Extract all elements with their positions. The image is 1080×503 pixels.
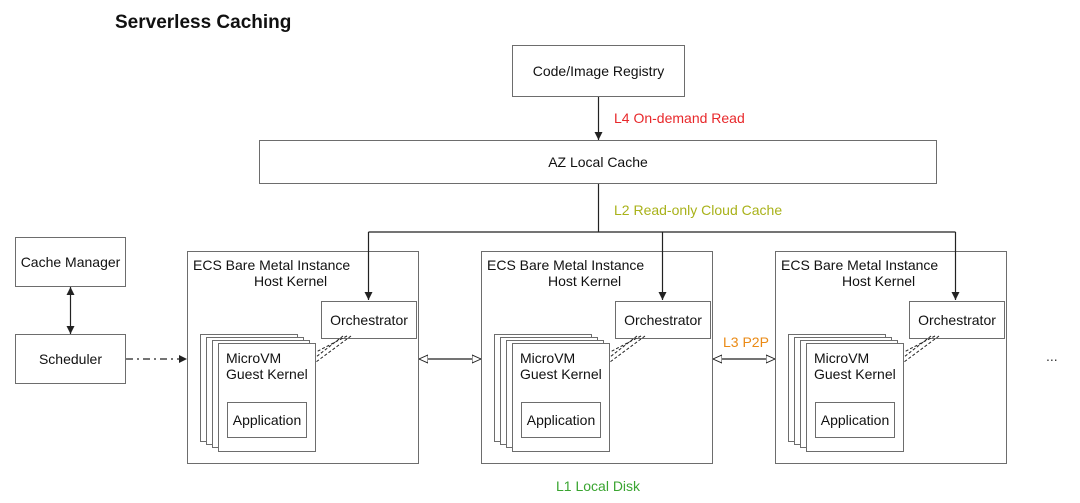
diagram-title: Serverless Caching bbox=[115, 12, 292, 33]
guest-kernel-label: Guest Kernel bbox=[520, 366, 602, 382]
l2-read-only-cloud-cache-label: L2 Read-only Cloud Cache bbox=[614, 202, 783, 218]
microvm-label: MicroVM bbox=[226, 350, 282, 366]
orchestrator-box: Orchestrator bbox=[615, 301, 711, 339]
ecs-bare-metal-instance-1: ECS Bare Metal Instance Host Kernel Orch… bbox=[187, 251, 419, 464]
application-box: Application bbox=[521, 402, 601, 438]
orchestrator-box: Orchestrator bbox=[321, 301, 417, 339]
orchestrator-box: Orchestrator bbox=[909, 301, 1005, 339]
microvm-label: MicroVM bbox=[814, 350, 870, 366]
host-kernel-label: Host Kernel bbox=[548, 273, 622, 289]
host-kernel-label: Host Kernel bbox=[842, 273, 916, 289]
orchestrator-vm-dashed-link-2 bbox=[609, 335, 646, 363]
microvm-box: MicroVM Guest Kernel Application bbox=[218, 343, 316, 452]
orchestrator-vm-dashed-link-1 bbox=[315, 335, 352, 363]
instance-name-label: ECS Bare Metal Instance bbox=[781, 257, 939, 273]
more-instances-ellipsis: ... bbox=[1046, 348, 1058, 364]
application-box: Application bbox=[227, 402, 307, 438]
microvm-label: MicroVM bbox=[520, 350, 576, 366]
code-image-registry-box: Code/Image Registry bbox=[512, 45, 685, 97]
l1-local-disk-label: L1 Local Disk bbox=[556, 478, 641, 494]
cache-manager-box: Cache Manager bbox=[15, 237, 126, 287]
scheduler-box: Scheduler bbox=[15, 334, 126, 384]
instance-name-label: ECS Bare Metal Instance bbox=[487, 257, 645, 273]
host-kernel-label: Host Kernel bbox=[254, 273, 328, 289]
az-local-cache-box: AZ Local Cache bbox=[259, 140, 937, 184]
microvm-box: MicroVM Guest Kernel Application bbox=[512, 343, 610, 452]
instance-name-label: ECS Bare Metal Instance bbox=[193, 257, 351, 273]
application-box: Application bbox=[815, 402, 895, 438]
orchestrator-vm-dashed-link-3 bbox=[903, 335, 940, 363]
l3-p2p-label: L3 P2P bbox=[723, 334, 769, 350]
guest-kernel-label: Guest Kernel bbox=[814, 366, 896, 382]
microvm-box: MicroVM Guest Kernel Application bbox=[806, 343, 904, 452]
ecs-bare-metal-instance-2: ECS Bare Metal Instance Host Kernel Orch… bbox=[481, 251, 713, 464]
ecs-bare-metal-instance-3: ECS Bare Metal Instance Host Kernel Orch… bbox=[775, 251, 1007, 464]
guest-kernel-label: Guest Kernel bbox=[226, 366, 308, 382]
l4-on-demand-read-label: L4 On-demand Read bbox=[614, 110, 745, 126]
